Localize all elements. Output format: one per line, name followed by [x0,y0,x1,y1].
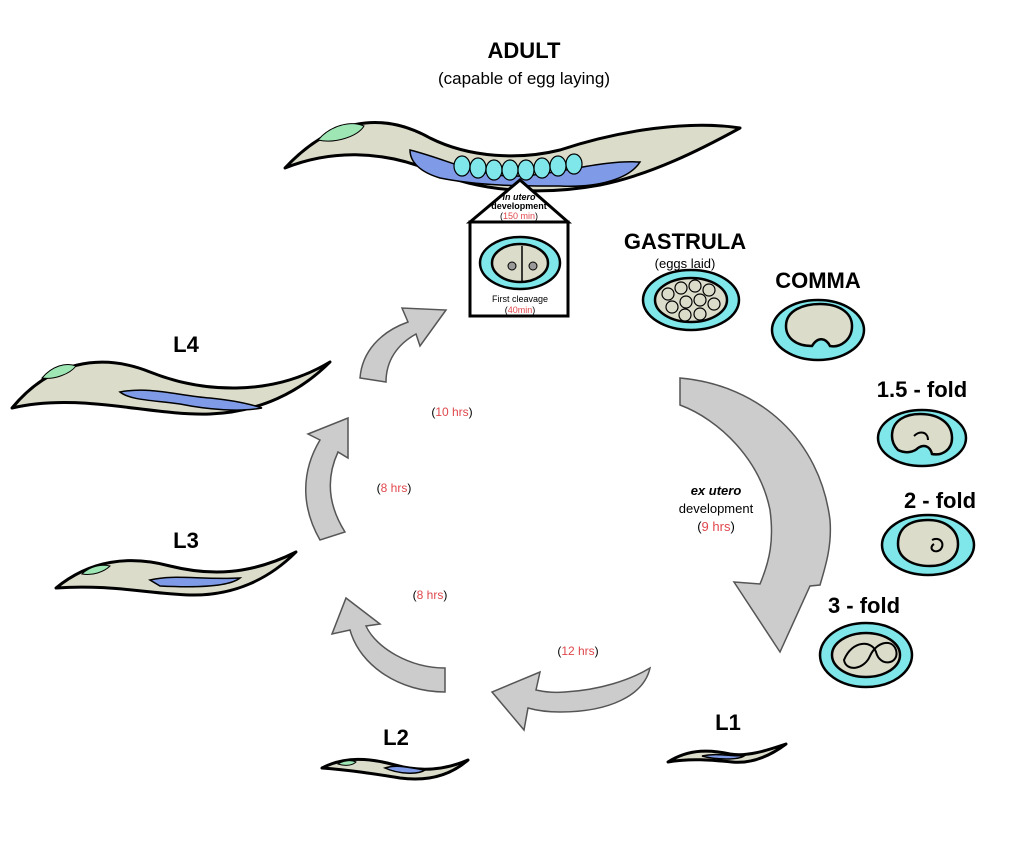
in-utero-time: 150 min [503,211,535,221]
first-cleavage-time: 40min [508,305,533,315]
l2-l3-duration-text: (8 hrs) [413,588,448,602]
arrow-l1-l2 [490,666,652,732]
l2-label: L2 [383,725,409,750]
ex-utero-time: 9 hrs [702,519,731,534]
fold15-egg [876,408,968,468]
adult-sublabel: (capable of egg laying) [438,69,610,88]
comma-egg [770,298,866,362]
adult-eggs [453,153,583,181]
in-utero-rest: development [491,201,547,211]
l1-l2-duration-text: (12 hrs) [557,644,598,658]
fold3-egg [818,621,914,689]
gastrula-egg [641,268,741,332]
fold3-label: 3 - fold [828,593,900,618]
l4-label: L4 [173,332,199,357]
l3-l4-duration-text: (8 hrs) [377,481,412,495]
first-cleavage-time-text: (40min) [505,305,536,315]
l3-l4-duration: 8 hrs [381,481,408,495]
in-utero-time-text: (150 min) [500,211,538,221]
fold15-label: 1.5 - fold [877,377,967,402]
l2-l3-duration: 8 hrs [417,588,444,602]
arrow-l3-l4 [305,416,349,541]
l4-worm [10,360,332,416]
l3-label: L3 [173,528,199,553]
l1-l2-duration: 12 hrs [561,644,594,658]
ex-utero-time-text: (9 hrs) [697,519,735,534]
in-utero-italic: in utero [503,192,537,202]
ex-utero-italic: ex utero [691,483,742,498]
l2-worm [320,757,470,781]
first-cleavage-label: First cleavage [492,294,548,304]
arrow-l4-adult [359,307,448,383]
l1-worm [666,742,788,764]
ex-utero-arrow [679,377,832,654]
l1-label: L1 [715,710,741,735]
fold2-label: 2 - fold [904,488,976,513]
in-utero-inset: in utero development (150 min) First cle… [465,178,572,318]
arrow-l2-l3 [330,596,446,693]
gastrula-sublabel: (eggs laid) [655,256,716,271]
adult-worm [283,121,742,193]
l4-adult-duration: 10 hrs [435,405,468,419]
l4-adult-duration-text: (10 hrs) [431,405,472,419]
l3-worm [54,550,298,597]
ex-utero-rest: development [679,501,754,516]
adult-label: ADULT [488,38,561,63]
fold2-egg [880,513,976,577]
gastrula-label: GASTRULA [624,229,746,254]
comma-label: COMMA [775,268,861,293]
